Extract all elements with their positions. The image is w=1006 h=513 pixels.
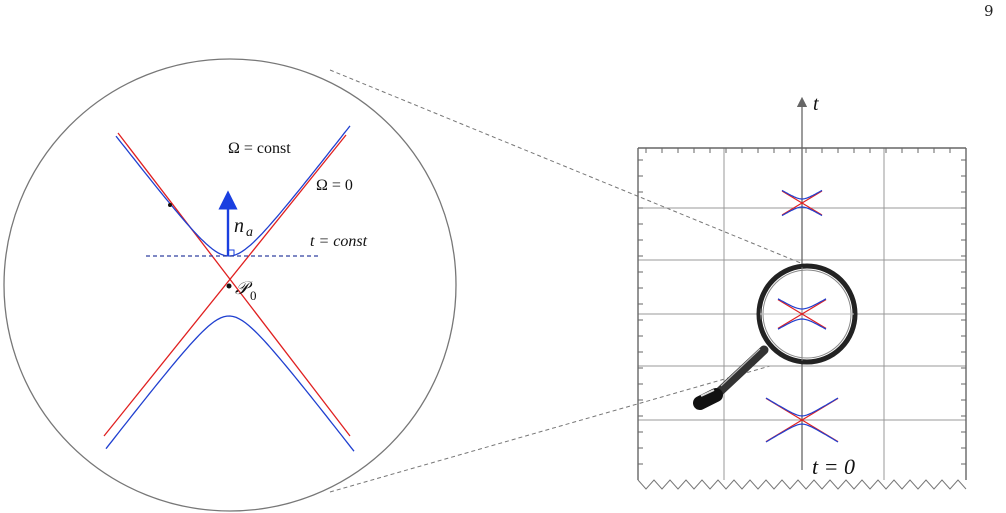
origin-label-text: t = 0 — [812, 454, 855, 479]
label-omega-zero: Ω = 0 — [316, 177, 353, 194]
panel-edge-ticks — [638, 148, 966, 465]
time-axis-label: t — [813, 93, 819, 115]
label-omega-const: Ω = const — [228, 140, 291, 157]
magnifier-icon — [693, 263, 858, 410]
event-lightcone-line — [777, 299, 827, 329]
panel-bottom-zigzag — [637, 479, 967, 490]
label-n: n — [234, 215, 244, 237]
label-p0-subscript: 0 — [250, 288, 257, 303]
magnifier-handle — [693, 345, 769, 410]
event-hyperbola — [777, 318, 827, 330]
event-hyperbola — [765, 397, 839, 417]
event-hyperbola — [781, 189, 823, 200]
lightcone-line-right — [103, 134, 347, 437]
spacetime-panel: t t = 0 — [637, 93, 967, 490]
event-lightcone-line — [781, 190, 823, 216]
page-number: 9 — [984, 2, 994, 20]
lightcone-line-left — [117, 132, 351, 437]
event-hyperbola — [777, 298, 827, 310]
event-crossing-bottom — [765, 397, 839, 443]
origin-label: t = 0 — [812, 454, 855, 479]
zoom-connector-top — [329, 69, 809, 267]
event-hyperbola — [765, 423, 839, 443]
right-angle-mark — [228, 249, 235, 256]
event-crossing-top — [781, 189, 823, 217]
event-crossing-lens — [777, 298, 827, 330]
omega-const-hyperbola-lower — [105, 315, 355, 452]
zoom-connector-bottom — [329, 365, 771, 493]
label-t-const-prefix: t = const — [310, 233, 368, 250]
label-t-const: t = const — [310, 233, 368, 250]
label-n-subscript: a — [246, 225, 253, 240]
event-hyperbola — [781, 206, 823, 217]
zoom-view: Ω = const Ω = 0 t = const n a 𝒫 0 — [3, 58, 457, 512]
point-p0 — [226, 283, 232, 289]
hyperbola-sample-point — [168, 203, 172, 207]
